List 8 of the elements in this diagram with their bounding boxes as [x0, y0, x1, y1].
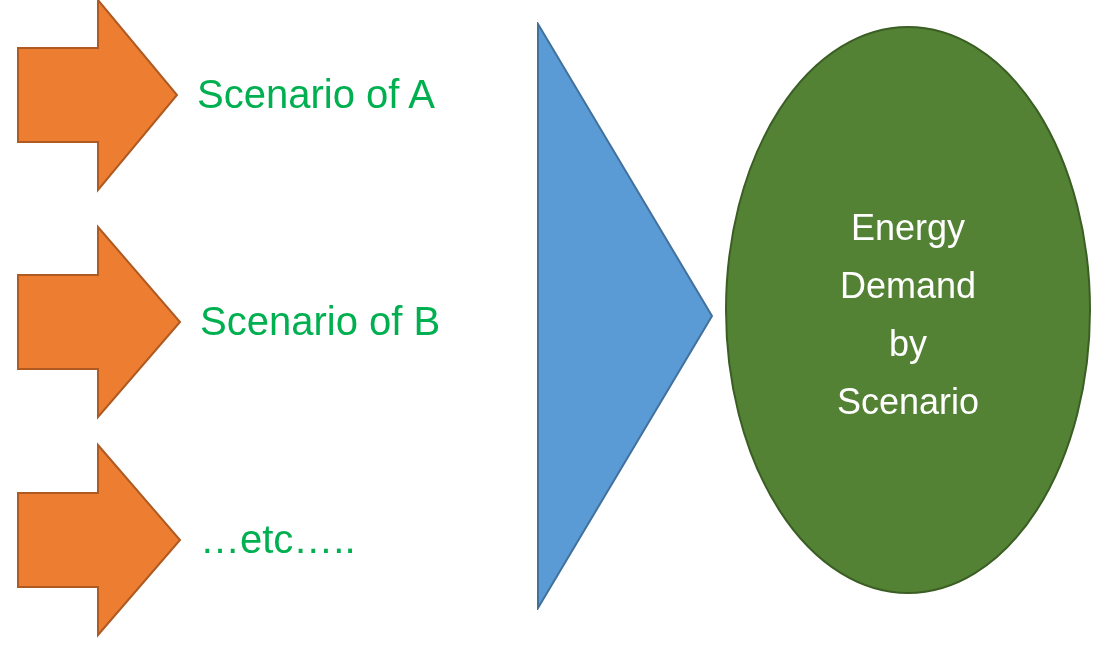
- block-arrow: [17, 224, 182, 420]
- scenario-label: Scenario of A: [197, 70, 435, 120]
- block-arrow: [17, 442, 182, 638]
- block-arrow: [17, 0, 179, 193]
- triangle-shape: [536, 22, 714, 610]
- result-text: Energy Demand by Scenario: [835, 206, 981, 424]
- scenario-label: …etc…..: [200, 515, 356, 565]
- scenario-label: Scenario of B: [200, 297, 441, 347]
